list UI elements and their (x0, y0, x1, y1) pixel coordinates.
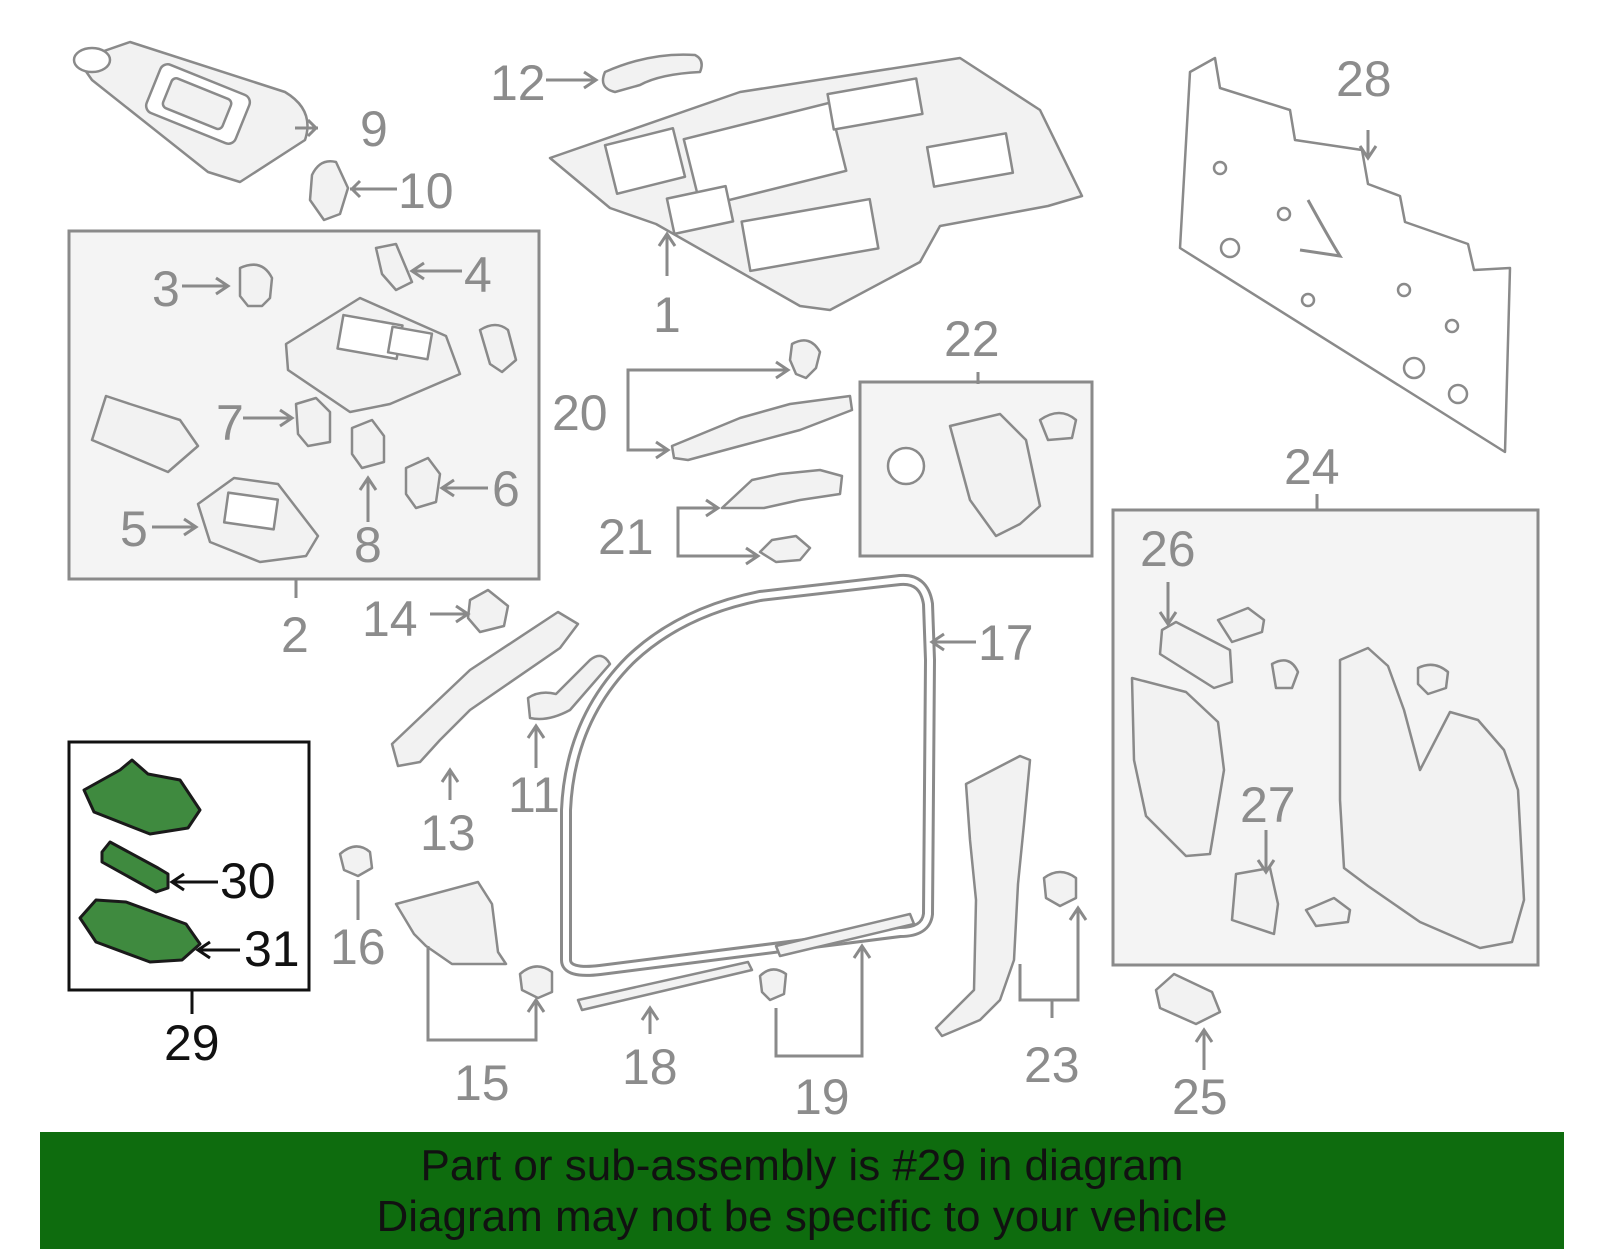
callout-11[interactable]: 11 (508, 767, 560, 823)
callout-7[interactable]: 7 (216, 395, 244, 451)
callout-8[interactable]: 8 (354, 517, 382, 573)
callout-2[interactable]: 2 (281, 607, 309, 663)
part-quarter-trim-upper[interactable] (1130, 676, 1226, 858)
part-clip-16[interactable] (338, 845, 374, 878)
part-quarter-trim[interactable] (1338, 646, 1526, 950)
banner-line-1: Part or sub-assembly is #29 in diagram (420, 1140, 1184, 1190)
part-sun-visor[interactable] (72, 40, 309, 184)
callout-20[interactable]: 20 (552, 385, 608, 441)
part-scuff-plate-18[interactable] (576, 960, 754, 1012)
part-sill-plate-19[interactable] (774, 912, 916, 958)
callout-29[interactable]: 29 (164, 1015, 220, 1071)
callout-12[interactable]: 12 (490, 55, 546, 111)
callout-17[interactable]: 17 (978, 615, 1034, 671)
banner-line-2: Diagram may not be specific to your vehi… (376, 1191, 1228, 1241)
part-clip-20[interactable] (788, 339, 822, 380)
callout-27[interactable]: 27 (1240, 777, 1296, 833)
callout-labels: 1 2 3 4 5 6 7 8 9 10 11 12 13 14 15 16 1… (120, 51, 1392, 1125)
part-garnish-20[interactable] (670, 394, 854, 462)
callout-9[interactable]: 9 (360, 101, 388, 157)
callout-25[interactable]: 25 (1172, 1069, 1228, 1125)
part-clip-21[interactable] (758, 534, 812, 564)
callout-16[interactable]: 16 (330, 919, 386, 975)
callout-22[interactable]: 22 (944, 311, 1000, 367)
callout-21[interactable]: 21 (598, 509, 654, 565)
part-pillar-trim-22[interactable] (886, 411, 1078, 538)
callout-24[interactable]: 24 (1284, 439, 1340, 495)
part-lamp-housing-29[interactable] (82, 758, 202, 836)
callout-28[interactable]: 28 (1336, 51, 1392, 107)
part-kick-panel[interactable] (394, 880, 508, 966)
callout-4[interactable]: 4 (464, 247, 492, 303)
part-bracket-26[interactable] (1158, 620, 1234, 690)
part-assist-grip-11[interactable] (526, 654, 612, 721)
part-door-weatherstrip[interactable] (560, 573, 936, 977)
part-headliner[interactable] (548, 56, 1084, 312)
leader-lines (152, 70, 1378, 1070)
callout-19[interactable]: 19 (794, 1069, 850, 1125)
part-a-pillar-trim[interactable] (390, 610, 580, 768)
part-clip-19[interactable] (758, 968, 788, 1002)
callout-13[interactable]: 13 (420, 805, 476, 861)
callout-6[interactable]: 6 (492, 461, 520, 517)
part-switch-6[interactable] (404, 456, 442, 510)
part-bulb-30[interactable] (100, 840, 170, 894)
part-grab-handle-12[interactable] (601, 53, 703, 94)
callout-10[interactable]: 10 (398, 163, 454, 219)
part-clip-4[interactable] (374, 242, 414, 292)
part-cover-25[interactable] (1154, 972, 1222, 1026)
part-visor-clip[interactable] (308, 160, 350, 222)
part-switch-8[interactable] (350, 418, 386, 470)
callout-1[interactable]: 1 (653, 287, 681, 343)
part-bracket-21[interactable] (720, 468, 844, 510)
part-clip-14[interactable] (466, 588, 510, 634)
part-lens[interactable] (90, 394, 200, 474)
part-back-panel[interactable] (1178, 56, 1512, 454)
part-b-pillar-trim[interactable] (934, 754, 1032, 1038)
callout-3[interactable]: 3 (152, 261, 180, 317)
callout-18[interactable]: 18 (622, 1039, 678, 1095)
part-switch-7[interactable] (294, 396, 332, 448)
callout-26[interactable]: 26 (1140, 521, 1196, 577)
part-console-5[interactable] (196, 476, 320, 564)
part-clip-15[interactable] (518, 965, 554, 1000)
part-clip-3[interactable] (238, 263, 274, 308)
part-clip-24[interactable] (1270, 659, 1300, 690)
part-map-lamp-housing[interactable] (284, 296, 462, 414)
part-lens-31[interactable] (78, 898, 202, 964)
part-clip-27b[interactable] (1304, 896, 1352, 928)
part-cover[interactable] (478, 323, 518, 374)
part-clip-26[interactable] (1216, 606, 1266, 644)
info-banner: Part or sub-assembly is #29 in diagram D… (40, 1132, 1564, 1249)
part-clip-23[interactable] (1042, 870, 1078, 908)
callout-14[interactable]: 14 (362, 591, 418, 647)
part-clip-24b[interactable] (1416, 663, 1450, 696)
callout-30[interactable]: 30 (220, 853, 276, 909)
callout-15[interactable]: 15 (454, 1055, 510, 1111)
callout-23[interactable]: 23 (1024, 1037, 1080, 1093)
callout-5[interactable]: 5 (120, 501, 148, 557)
callout-31[interactable]: 31 (244, 921, 300, 977)
